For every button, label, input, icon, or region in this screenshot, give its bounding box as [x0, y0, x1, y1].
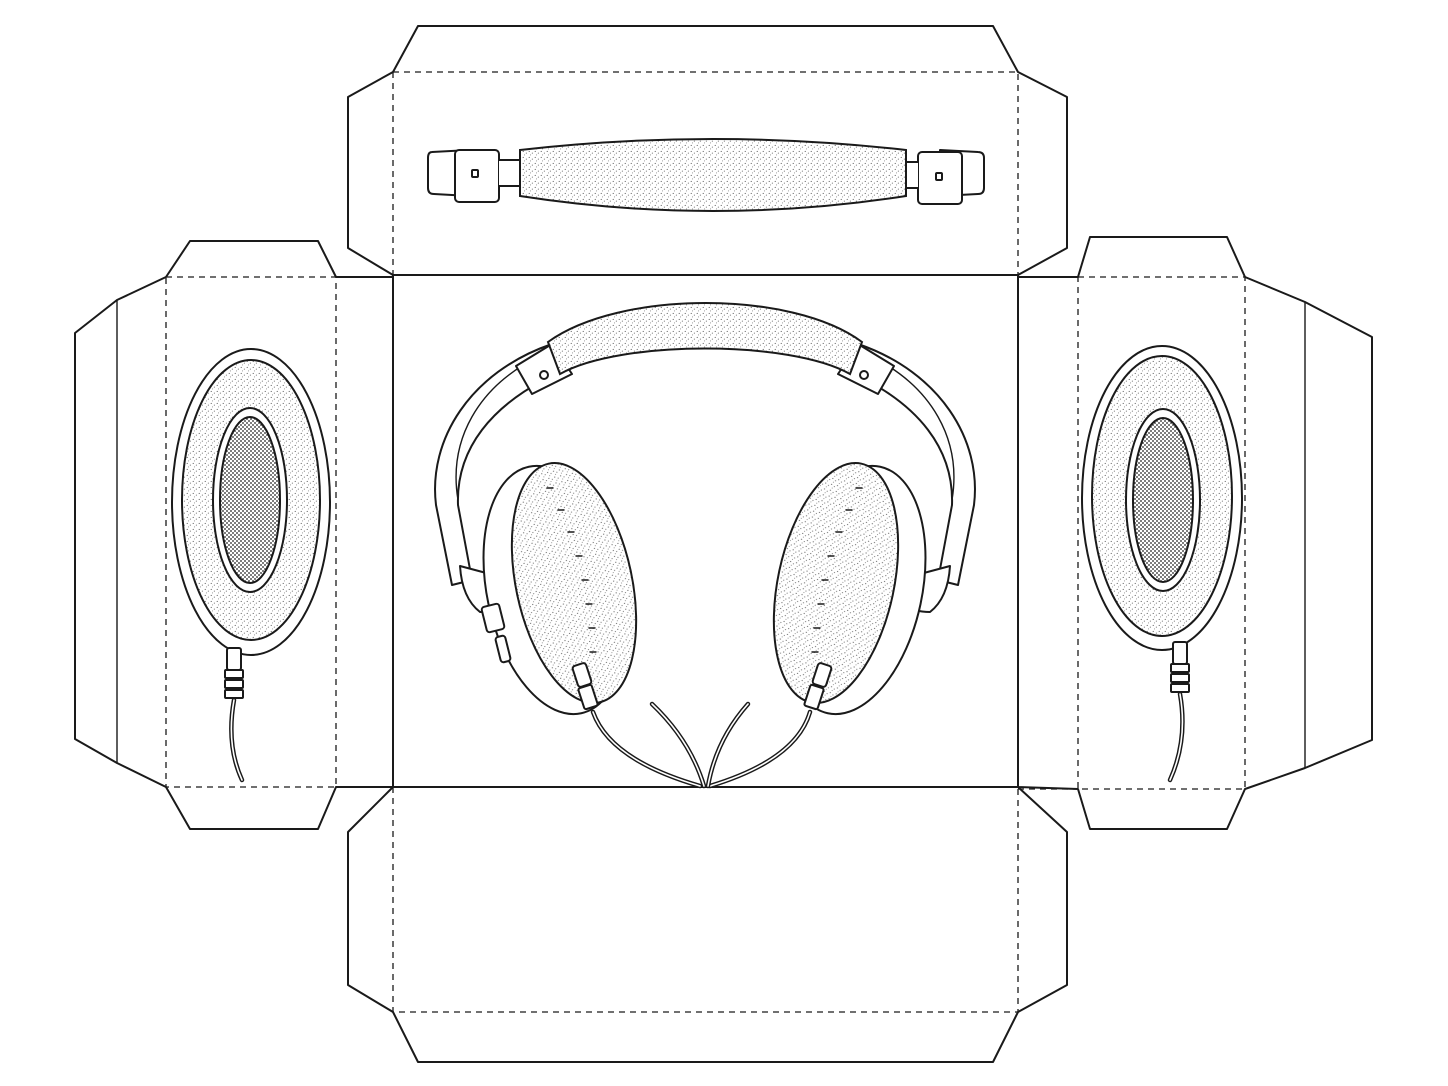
bottom-flap	[347, 786, 1068, 1063]
headband-icon	[427, 138, 985, 212]
headphones-icon	[434, 302, 976, 789]
right-ear-cup-icon	[1081, 345, 1243, 783]
left-ear-cup-icon	[171, 348, 331, 783]
